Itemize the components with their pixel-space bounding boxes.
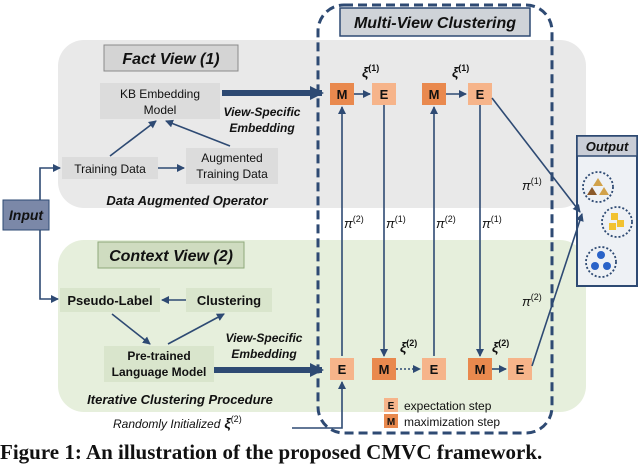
- xi-bottom-2: ξ(2): [492, 338, 509, 355]
- top-e-label-2: E: [476, 87, 485, 102]
- xi-top-2: ξ(1): [452, 63, 469, 80]
- context-embedding-label2: Embedding: [231, 347, 297, 361]
- arrow-pseudo-to-plm: [111, 313, 151, 345]
- legend-m-text: maximization step: [404, 415, 500, 429]
- pi-output-2: π(2): [522, 292, 542, 309]
- figure-caption: Figure 1: An illustration of the propose…: [0, 440, 543, 464]
- arrow-top-e-to-output: [491, 97, 581, 213]
- square-icon-3: [609, 223, 616, 230]
- top-m-label-2: M: [429, 87, 440, 102]
- arrow-input-to-pseudo: [39, 230, 59, 303]
- output-label: Output: [586, 139, 629, 154]
- dot-icon-2: [591, 262, 599, 270]
- top-m-label-1: M: [337, 87, 348, 102]
- xi-top-1: ξ(1): [362, 63, 379, 80]
- plm-line2: Language Model: [112, 365, 207, 379]
- bottom-e-node-2: [422, 358, 446, 380]
- dot-icon-1: [597, 251, 605, 259]
- multi-view-title-box: [339, 7, 531, 37]
- clustering-box: [186, 288, 272, 312]
- pi-output-1: π(1): [522, 176, 542, 193]
- legend-m-swatch: [384, 414, 398, 428]
- top-m-node-2: [422, 83, 446, 105]
- data-augmented-operator: Data Augmented Operator: [106, 193, 268, 208]
- input-label: Input: [9, 207, 45, 223]
- arrow-input-to-training: [39, 164, 61, 200]
- triangle-icon-1: [593, 178, 603, 186]
- fact-embedding-label1: View-Specific: [224, 105, 301, 119]
- square-icon-1: [611, 213, 618, 220]
- top-e-node-1: [372, 83, 396, 105]
- pseudo-label-text: Pseudo-Label: [67, 293, 152, 308]
- bottom-e-node-3: [508, 358, 532, 380]
- pi-label-col4: π(1): [482, 214, 502, 231]
- triangle-icon-2: [587, 187, 597, 195]
- iterative-clustering-procedure: Iterative Clustering Procedure: [87, 392, 273, 407]
- top-m-node-1: [330, 83, 354, 105]
- context-view-title: Context View (2): [109, 248, 233, 265]
- bottom-m-label-2: M: [475, 362, 486, 377]
- output-title-box: [576, 135, 638, 157]
- training-data-label: Training Data: [74, 162, 146, 176]
- legend-e-swatch: [384, 398, 398, 412]
- output-cluster-squares: [601, 206, 633, 238]
- augmented-line2: Training Data: [196, 167, 268, 181]
- context-embedding-label1: View-Specific: [226, 331, 303, 345]
- input-box: [2, 199, 50, 231]
- top-e-node-2: [468, 83, 492, 105]
- bottom-e-label-2: E: [430, 362, 439, 377]
- bottom-e-node-1: [330, 358, 354, 380]
- xi-bottom-1: ξ(2): [400, 338, 417, 355]
- output-cluster-triangles: [582, 171, 614, 203]
- context-view-title-box: [97, 241, 245, 269]
- arrow-augmented-to-kb: [165, 119, 231, 147]
- bottom-e-label-1: E: [338, 362, 347, 377]
- triangle-icon-3: [599, 187, 609, 195]
- kb-model-line1: KB Embedding: [120, 87, 200, 101]
- augmented-line1: Augmented: [201, 151, 262, 165]
- pi-label-col2: π(1): [386, 214, 406, 231]
- fact-embedding-label2: Embedding: [229, 121, 295, 135]
- bottom-m-label-1: M: [379, 362, 390, 377]
- legend-m-letter: M: [387, 417, 395, 428]
- multi-view-frame: [316, 3, 554, 435]
- arrow-training-to-kb: [109, 120, 157, 157]
- pi-label-col1: π(2): [344, 214, 364, 231]
- legend-e-text: expectation step: [404, 399, 492, 413]
- bottom-m-node-2: [468, 358, 492, 380]
- top-e-label-1: E: [380, 87, 389, 102]
- pi-label-col3: π(2): [436, 214, 456, 231]
- kb-model-line2: Model: [144, 103, 177, 117]
- dot-icon-3: [603, 262, 611, 270]
- augmented-data-box: [186, 148, 278, 184]
- arrow-plm-to-clustering: [167, 313, 225, 345]
- legend-e-letter: E: [388, 401, 395, 412]
- fact-view-title-box: [103, 44, 239, 72]
- plm-box: [104, 346, 214, 382]
- arrow-bottom-e-to-output: [531, 213, 584, 367]
- output-cluster-circles: [585, 246, 617, 278]
- square-icon-2: [617, 220, 624, 227]
- clustering-text: Clustering: [197, 293, 261, 308]
- pseudo-label-box: [60, 288, 160, 312]
- training-data-box: [62, 157, 158, 179]
- multi-view-title: Multi-View Clustering: [354, 15, 516, 32]
- kb-model-box: [100, 83, 220, 119]
- bottom-m-node-1: [372, 358, 396, 380]
- fact-view-title: Fact View (1): [122, 51, 219, 68]
- plm-line1: Pre-trained: [127, 349, 190, 363]
- bottom-e-label-3: E: [516, 362, 525, 377]
- arrow-random-init: [292, 381, 346, 429]
